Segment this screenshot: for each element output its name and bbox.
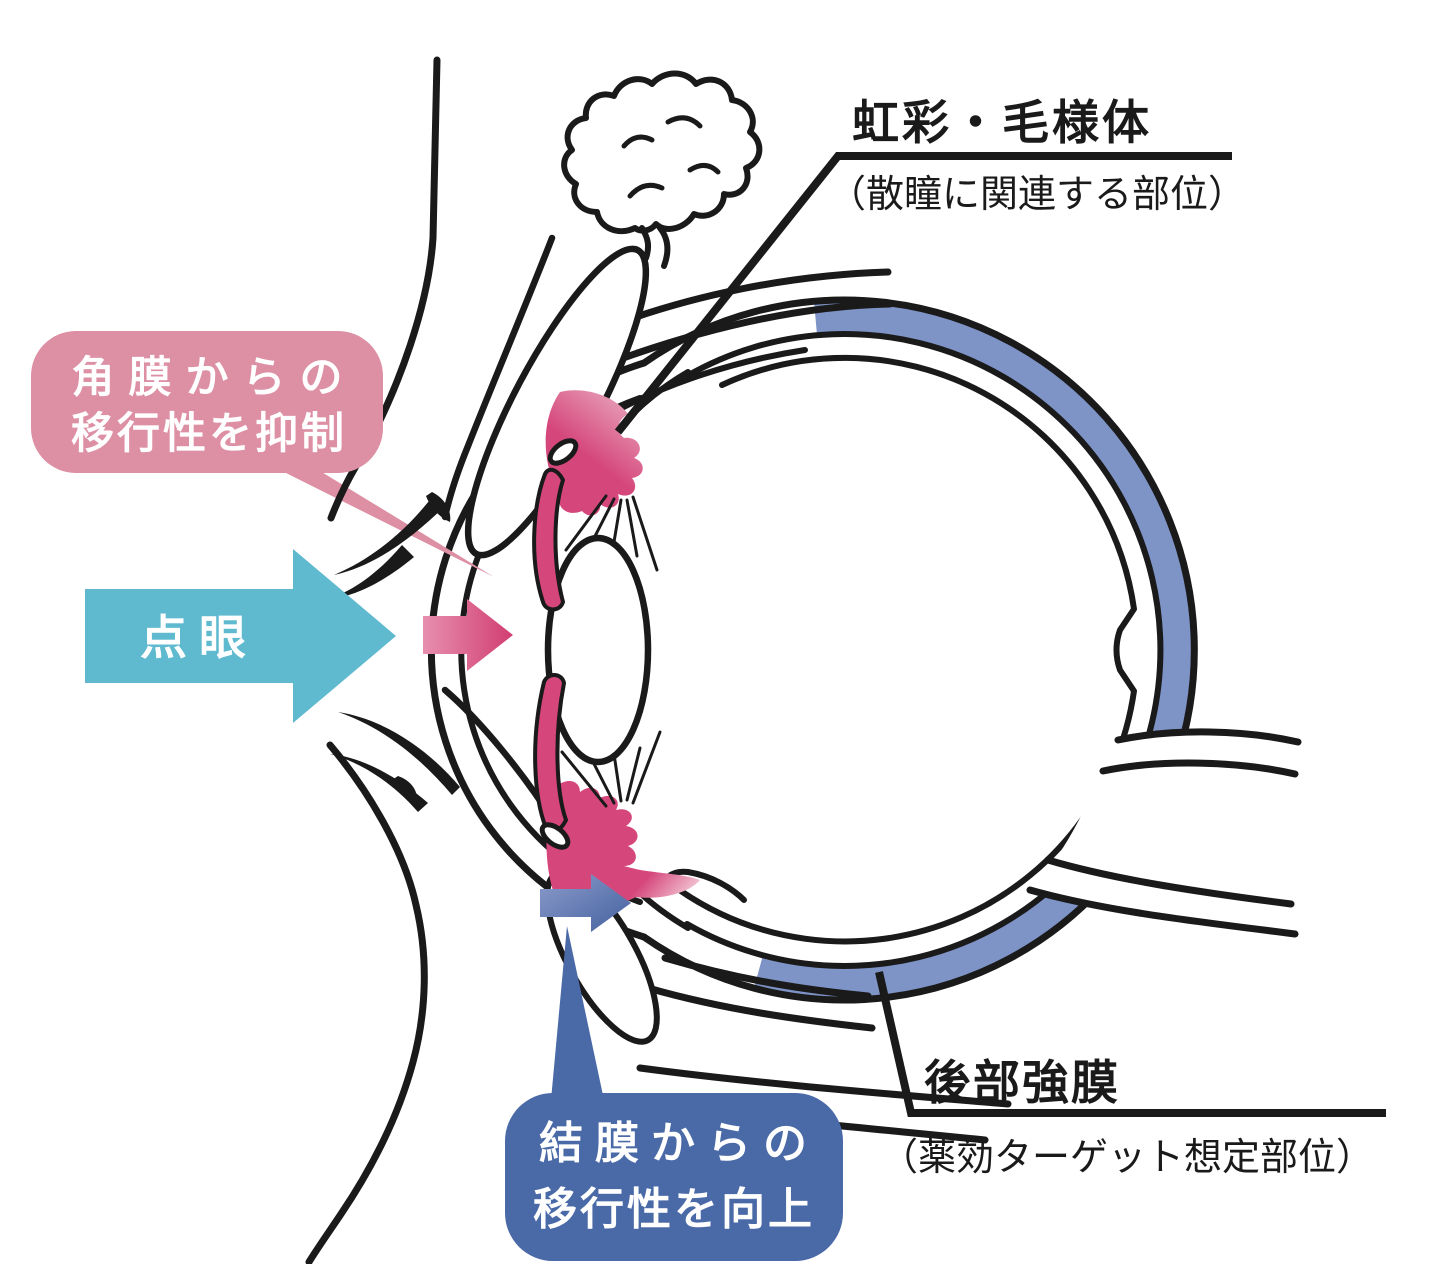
anterior-segment: [532, 390, 700, 912]
optic-nerve-sheath-lower-inner: [1044, 856, 1295, 908]
forehead-profile: [327, 56, 441, 522]
cloud-squiggle-2: [665, 115, 703, 129]
cloud-squiggle-3: [687, 163, 721, 175]
superior-muscle-line-2: [608, 300, 894, 366]
conjunctiva-bubble-pointer: [551, 926, 604, 1100]
iris-upper: [532, 467, 565, 612]
inferior-muscle-line-2: [644, 984, 876, 1032]
upper-eyelid-inner-edge: [441, 234, 556, 521]
instillation-arrow-shape: [85, 549, 396, 723]
upper-lid-margin: [426, 492, 451, 522]
cloud-squiggle-1: [627, 182, 665, 199]
posterior-sclera-subtitle: （薬効ターゲット想定部位）: [880, 1137, 1374, 1179]
scleral-sinus-lower: [539, 822, 571, 850]
conjunctiva-bubble-line1: 結膜からの: [539, 1119, 819, 1168]
upper-eyelash-2: [328, 545, 414, 599]
retina-outline: [675, 354, 1137, 945]
cheek-profile: [305, 741, 428, 1264]
conjunctiva-bubble: 結膜からの 移行性を向上: [505, 926, 843, 1261]
instillation-arrow-label: 点眼: [140, 611, 258, 664]
cornea-bubble-box: [31, 331, 383, 473]
lower-eyelash-2: [330, 754, 428, 812]
ciliary-body-upper: [545, 390, 643, 516]
conjunctiva-bubble-box: [505, 1093, 843, 1261]
posterior-sclera-label: 後部強膜 （薬効ターゲット想定部位）: [880, 1056, 1374, 1179]
cornea-bubble-pointer: [258, 459, 494, 577]
ciliary-body-lower: [546, 781, 700, 912]
zonule-fibers: [560, 494, 662, 808]
posterior-sclera-leader-line: [875, 971, 1386, 1117]
optic-nerve-sheath-lower-outer: [1026, 886, 1299, 938]
lower-lid-margin: [392, 776, 418, 801]
cornea-route-arrow: [423, 599, 513, 671]
conjunctiva-bubble-line2: 移行性を向上: [533, 1185, 815, 1234]
extraocular-muscles: [596, 268, 1012, 1144]
conjunctiva-route-arrow: [540, 874, 631, 932]
gland-duct-line-2: [657, 225, 671, 269]
inferior-muscle-line-1: [661, 954, 872, 1000]
orbit-line-1: [636, 1064, 1012, 1108]
cornea-bubble-line1: 角膜からの: [72, 354, 357, 402]
lower-eyelash-1: [338, 712, 460, 795]
cornea-bubble: 角膜からの 移行性を抑制: [31, 331, 383, 473]
lacrimal-gland: [561, 70, 763, 269]
lacrimal-gland-cloud: [561, 70, 763, 235]
iris-ciliary-leader-line: [614, 152, 1232, 435]
iris-ciliary-title: 虹彩・毛様体: [852, 96, 1152, 149]
choroid-outline: [684, 331, 1164, 969]
cloud-squiggle-4: [621, 134, 655, 149]
iris-lower: [533, 673, 568, 835]
optic-nerve-sheath-upper-outer: [1114, 728, 1302, 746]
instillation-arrow: 点眼: [85, 549, 396, 723]
posterior-sclera-title: 後部強膜: [924, 1056, 1120, 1109]
optic-nerve: [1030, 733, 1305, 937]
upper-eyelash-1: [334, 497, 444, 575]
iris-ciliary-subtitle: （散瞳に関連する部位）: [828, 174, 1246, 216]
optic-nerve-sheath-upper-inner: [1099, 759, 1299, 778]
scleral-sinus-upper: [547, 438, 579, 466]
lens: [544, 534, 652, 766]
gland-duct-line-1: [639, 225, 652, 261]
cornea-bubble-line2: 移行性を抑制: [71, 410, 347, 458]
conjunctival-fold-upper: [597, 347, 808, 423]
iris-ciliary-label: 虹彩・毛様体 （散瞳に関連する部位）: [828, 96, 1246, 216]
